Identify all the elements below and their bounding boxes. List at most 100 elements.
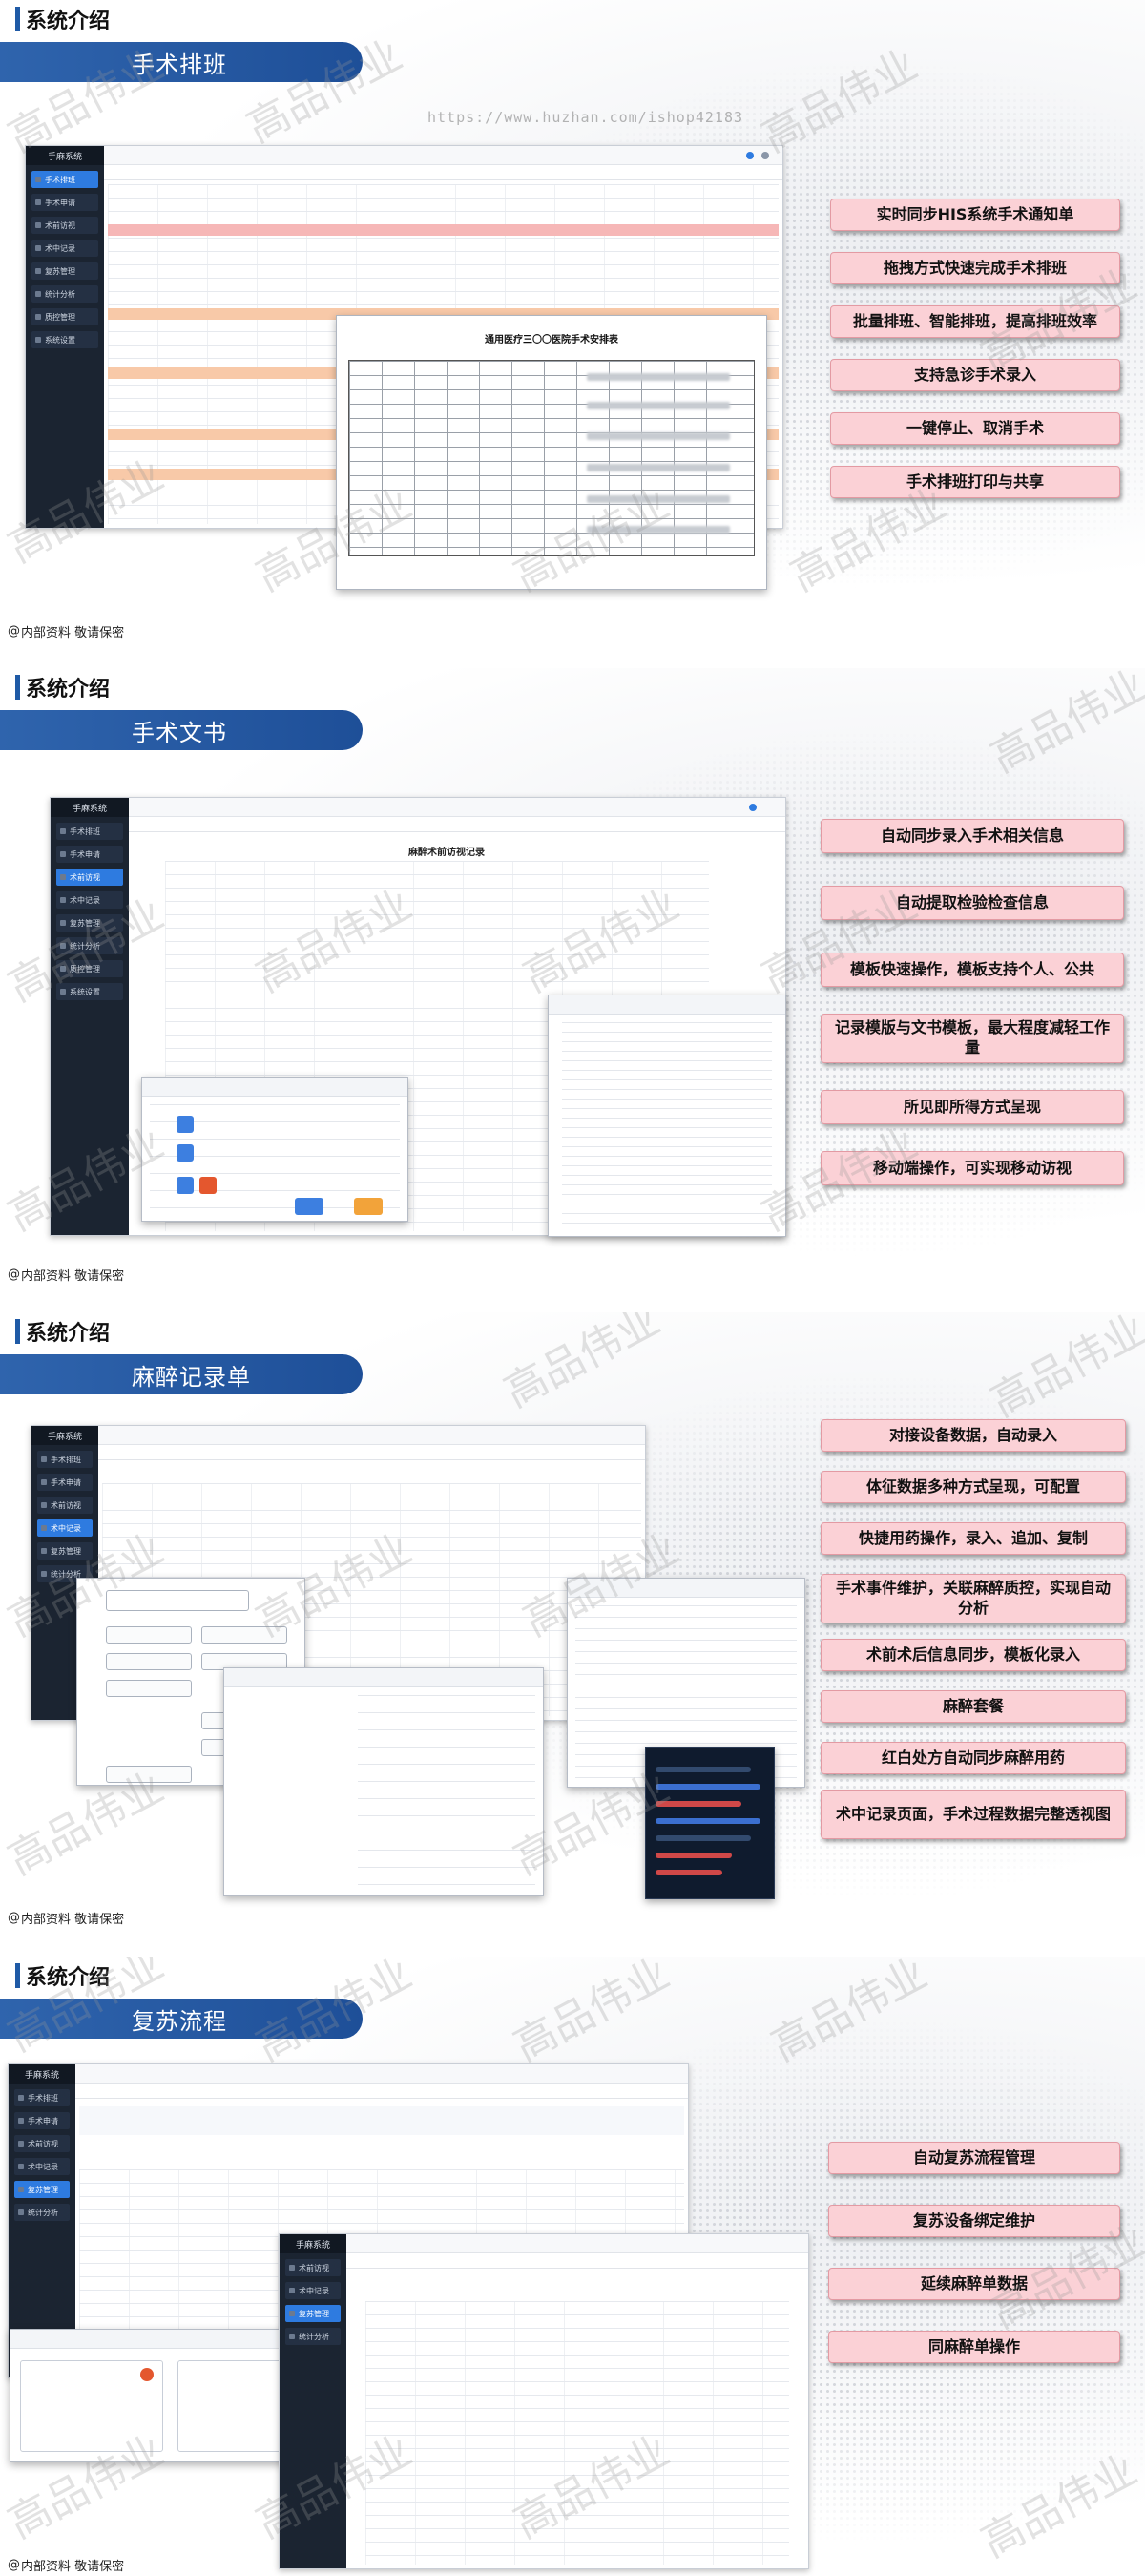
recovery-chart-grid <box>365 2301 789 2565</box>
app-tabbar <box>129 817 785 832</box>
app-tabbar <box>75 2084 688 2099</box>
feature-list: 自动复苏流程管理 复苏设备绑定维护 延续麻醉单数据 同麻醉单操作 <box>828 2142 1120 2363</box>
sidebar-item[interactable]: 术前访视 <box>56 869 123 886</box>
feature-item: 同麻醉单操作 <box>828 2331 1120 2363</box>
save-button[interactable] <box>295 1198 323 1215</box>
template-panel <box>141 1077 408 1222</box>
time-input[interactable] <box>106 1590 249 1611</box>
section-header-title: 系统介绍 <box>26 1322 111 1346</box>
vital-signs-monitor <box>645 1747 775 1899</box>
feature-item: 手术排班打印与共享 <box>830 466 1120 498</box>
template-button[interactable] <box>177 1116 194 1133</box>
sidebar-item[interactable]: 复苏管理 <box>285 2305 341 2322</box>
sidebar-item[interactable]: 复苏管理 <box>56 914 123 932</box>
app-tabbar <box>346 2253 808 2269</box>
sidebar-item[interactable]: 术中记录 <box>56 891 123 909</box>
template-button[interactable] <box>177 1144 194 1162</box>
confidential-note: @内部资料 敬请保密 <box>8 1267 125 1284</box>
bed-card[interactable] <box>20 2360 163 2452</box>
app-logo: 手麻系统 <box>26 146 104 165</box>
settings-icon[interactable] <box>761 152 769 159</box>
app-tabbar <box>104 165 782 180</box>
sidebar-item[interactable]: 手术申请 <box>37 1474 93 1491</box>
sidebar-item[interactable]: 复苏管理 <box>14 2181 70 2198</box>
filter-bar <box>79 2106 684 2135</box>
feature-item: 一键停止、取消手术 <box>830 412 1120 445</box>
feature-item: 快捷用药操作，录入、追加、复制 <box>821 1522 1126 1555</box>
section-header: 系统介绍 <box>15 0 110 38</box>
sidebar-item[interactable]: 手术排班 <box>31 171 98 188</box>
sidebar-item[interactable]: 术前访视 <box>14 2135 70 2152</box>
sidebar-item[interactable]: 复苏管理 <box>31 262 98 280</box>
sidebar-item[interactable]: 术前访视 <box>285 2259 341 2276</box>
section-header: 系统介绍 <box>15 668 110 706</box>
sidebar-item[interactable]: 质控管理 <box>31 308 98 325</box>
app-logo: 手麻系统 <box>31 1426 98 1445</box>
bed-status-icon[interactable] <box>140 2368 154 2381</box>
sidebar-item[interactable]: 手术排班 <box>56 823 123 840</box>
section-surgery-scheduling: 系统介绍 手术排班 https://www.huzhan.com/ishop42… <box>0 0 1145 644</box>
section-recovery-process: 系统介绍 复苏流程 手麻系统 手术排班 手术申请 术前访视 术中记录 复苏管理 … <box>0 1957 1145 2576</box>
feature-item: 复苏设备绑定维护 <box>828 2205 1120 2237</box>
section-subtitle: 手术文书 <box>132 719 227 746</box>
section-surgery-documents: 系统介绍 手术文书 手麻系统 手术排班 手术申请 术前访视 术中记录 复苏管理 … <box>0 668 1145 1288</box>
app-sidebar: 手麻系统 手术排班 手术申请 术前访视 术中记录 复苏管理 统计分析 质控管理 … <box>26 146 104 528</box>
sidebar-item[interactable]: 术前访视 <box>37 1497 93 1514</box>
feature-item: 记录模版与文书模板，最大程度减轻工作量 <box>821 1014 1124 1063</box>
med-button[interactable] <box>106 1626 192 1644</box>
sidebar-item[interactable]: 手术申请 <box>31 194 98 211</box>
watermark-url: https://www.huzhan.com/ishop42183 <box>427 109 744 126</box>
section-subtitle: 麻醉记录单 <box>132 1363 251 1391</box>
app-topbar <box>104 146 782 165</box>
sidebar-item[interactable]: 统计分析 <box>56 937 123 954</box>
feature-item: 自动提取检验检查信息 <box>821 886 1124 920</box>
feature-item: 自动复苏流程管理 <box>828 2142 1120 2174</box>
feature-item: 术前术后信息同步，模板化录入 <box>821 1639 1126 1671</box>
sidebar-item[interactable]: 系统设置 <box>31 331 98 348</box>
user-avatar-icon[interactable] <box>746 152 754 159</box>
sidebar-item[interactable]: 统计分析 <box>285 2328 341 2345</box>
sidebar-item[interactable]: 术中记录 <box>285 2282 341 2299</box>
sidebar-item[interactable]: 术前访视 <box>31 217 98 234</box>
sidebar-item[interactable]: 术中记录 <box>31 240 98 257</box>
confidential-note: @内部资料 敬请保密 <box>8 1911 125 1927</box>
section-subtitle-pill: 手术文书 <box>0 710 363 750</box>
sidebar-item[interactable]: 术中记录 <box>37 1519 93 1537</box>
med-button[interactable] <box>106 1680 192 1697</box>
feature-item: 模板快速操作，模板支持个人、公共 <box>821 953 1124 987</box>
app-topbar <box>75 2064 688 2084</box>
app-logo: 手麻系统 <box>9 2064 75 2084</box>
sidebar-item[interactable]: 系统设置 <box>56 983 123 1000</box>
section-anesthesia-record: 系统介绍 麻醉记录单 手麻系统 手术排班 手术申请 术前访视 术中记录 复苏管理… <box>0 1312 1145 1933</box>
confirm-button[interactable] <box>354 1198 383 1215</box>
template-button[interactable] <box>177 1177 194 1194</box>
section-subtitle: 手术排班 <box>132 51 227 78</box>
sidebar-item[interactable]: 复苏管理 <box>37 1542 93 1560</box>
recovery-record-screenshot: 手麻系统 术前访视 术中记录 复苏管理 统计分析 <box>279 2233 809 2569</box>
section-header-title: 系统介绍 <box>26 678 111 702</box>
feature-item: 红白处方自动同步麻醉用药 <box>821 1742 1126 1774</box>
sidebar-item[interactable]: 手术申请 <box>14 2112 70 2129</box>
vitals-button[interactable] <box>106 1766 192 1783</box>
user-avatar-icon[interactable] <box>749 804 757 811</box>
sidebar-item[interactable]: 术中记录 <box>14 2158 70 2175</box>
app-logo: 手麻系统 <box>280 2234 346 2253</box>
app-topbar <box>346 2234 808 2253</box>
feature-item: 对接设备数据，自动录入 <box>821 1419 1126 1452</box>
sidebar-item[interactable]: 统计分析 <box>14 2204 70 2221</box>
med-button[interactable] <box>106 1653 192 1670</box>
delete-button[interactable] <box>199 1177 217 1194</box>
sidebar-item[interactable]: 手术排班 <box>14 2089 70 2106</box>
sidebar-item[interactable]: 统计分析 <box>31 285 98 303</box>
sidebar-item[interactable]: 手术申请 <box>56 846 123 863</box>
section-subtitle-pill: 手术排班 <box>0 42 363 82</box>
sidebar-item[interactable]: 质控管理 <box>56 960 123 977</box>
sidebar-item[interactable]: 手术排班 <box>37 1451 93 1468</box>
feature-item: 自动同步录入手术相关信息 <box>821 819 1124 853</box>
feature-list: 实时同步HIS系统手术通知单 拖拽方式快速完成手术排班 批量排班、智能排班，提高… <box>830 199 1120 498</box>
app-sidebar: 手麻系统 手术排班 手术申请 术前访视 术中记录 复苏管理 统计分析 质控管理 … <box>51 798 129 1235</box>
schedule-print-preview: 通用医疗三〇〇医院手术安排表 <box>336 315 767 590</box>
section-subtitle: 复苏流程 <box>132 2007 227 2035</box>
med-button[interactable] <box>201 1626 287 1644</box>
section-header-title: 系统介绍 <box>26 10 111 33</box>
